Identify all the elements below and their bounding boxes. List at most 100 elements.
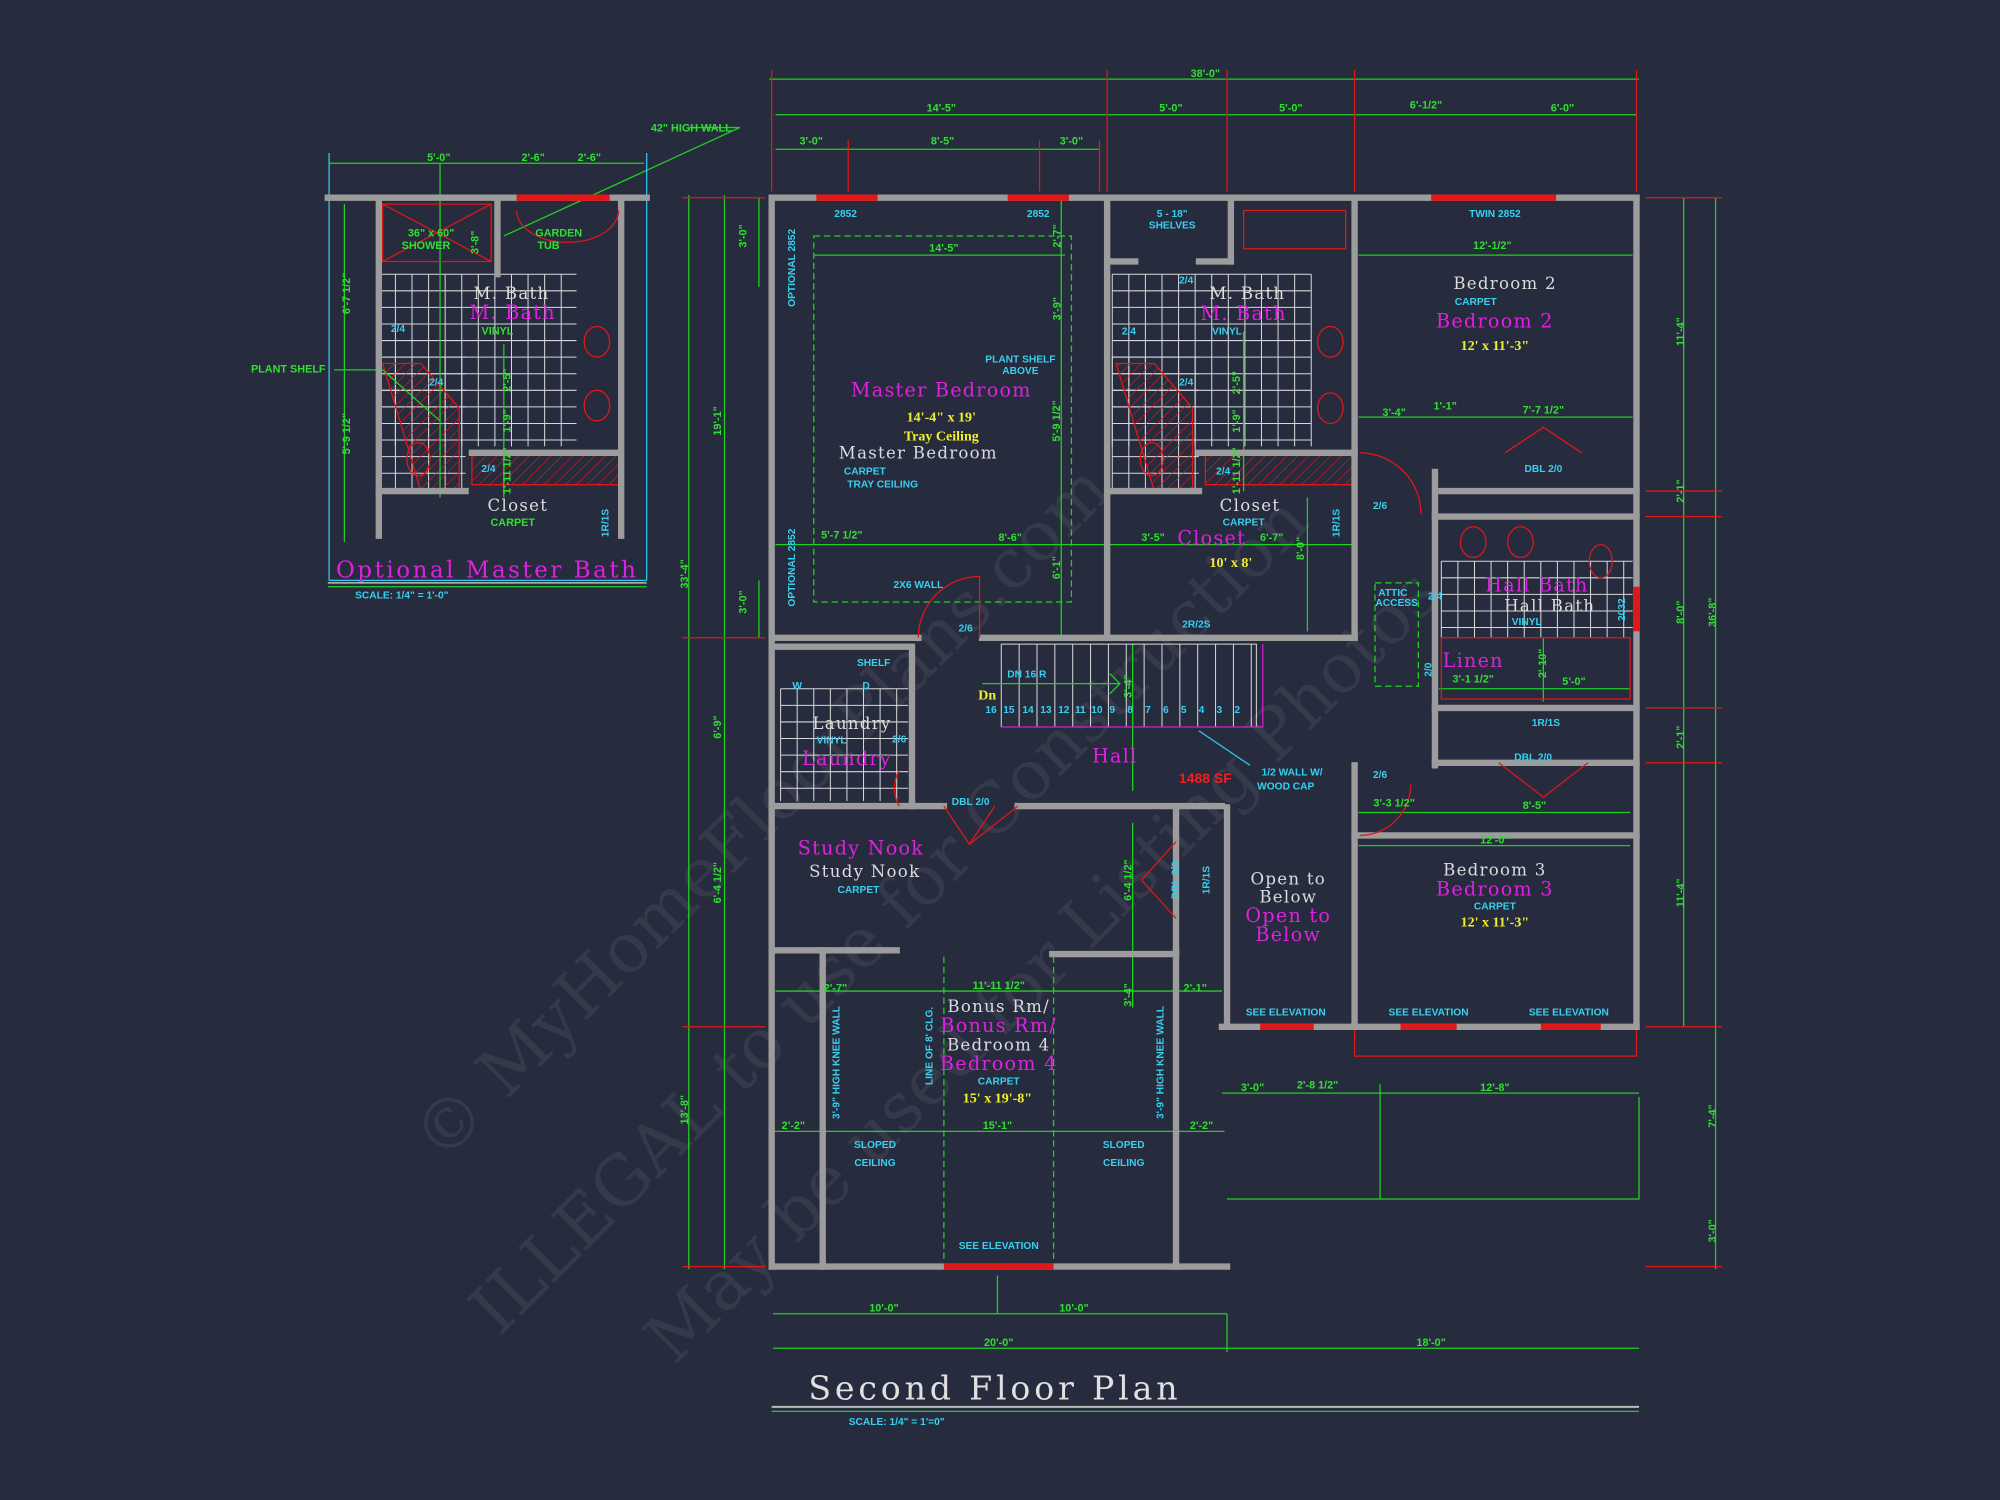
room-name: Bedroom 3 [1443,861,1547,880]
note-label: OPTIONAL 2852 [787,229,798,307]
dimension-label: 5'-9 1/2" [1051,400,1063,441]
note-label: 13 [1040,705,1052,716]
door-swing [1359,452,1422,515]
note-label: 3'-9" HIGH KNEE WALL [1155,1006,1166,1119]
dimension-label: 20'-0" [984,1337,1013,1349]
dimension-label: 15'-1" [983,1120,1012,1132]
sink-icon [583,325,611,358]
note-label: 2852 [834,209,857,220]
room-name: Closet [488,496,549,515]
dimension-label: 2'-5" [1231,371,1243,394]
note-label: 4 [1199,705,1205,716]
wall [768,643,916,810]
room-size: 14'-4" x 19' [907,410,976,426]
dimension-label: 11'-4" [1675,317,1687,346]
dimension-label: 2'-1" [1675,726,1687,749]
note-label: 2/4 [1179,275,1193,286]
dimension-label: 6'-1" [1051,556,1063,579]
dimension-label: 14'-5" [929,243,958,255]
room-label: M. Bath [1201,302,1287,325]
note-label: W [792,681,802,692]
note-label: 2/4 [481,464,495,475]
dimension-label: 2'-10" [1537,649,1549,678]
room-name: Bonus Rm/ [947,997,1050,1016]
dimension-label: 1'-1" [1433,401,1456,413]
room-size: 12' x 11'-3" [1461,338,1530,354]
note-label: DN 16 R [1007,669,1047,680]
dimension-label: 3'-0" [1241,1082,1264,1094]
stair-arrow [982,673,1121,695]
door-swing [1498,762,1589,798]
note-label: WOOD CAP [1257,782,1314,793]
note-label: DBL 2/0 [1171,861,1182,899]
dimension-label: 1'-9" [502,409,514,432]
note-label: SEE ELEVATION [1246,1007,1326,1018]
note-label: 1R/1S [601,509,612,538]
note-label: 5 - 18" [1157,209,1188,220]
note-label: 16 [985,705,997,716]
toilet-icon [1588,544,1613,579]
door-swing [1440,637,1631,700]
dimension-label: 5'-9 1/2" [341,413,353,454]
area-label: 1488 SF [1179,770,1232,786]
dimension-label: 3'-0" [737,224,749,247]
dimension-label: 2'-7" [1051,224,1063,247]
note-label: PLANT SHELF [985,354,1055,365]
dimension-label: 10'-0" [1059,1303,1088,1315]
dimension-label: 6'-9" [712,715,724,738]
room-size: Dn [978,688,996,704]
dimension-label: 8'-5" [931,135,954,147]
note-label: CEILING [854,1158,895,1169]
room-size: Tray Ceiling [904,429,979,445]
note-label: 2/6 [1373,770,1387,781]
dimension-label: 3'-0" [1060,135,1083,147]
room-label: Open to [1245,904,1331,927]
dimension-label: 6'-0" [1551,102,1574,114]
dimension-label: 12'-1/2" [1473,240,1511,252]
dimension-label: 5'-0" [1159,102,1182,114]
note-label: 5 [1181,705,1187,716]
toilet-icon [406,441,431,477]
note-label: 2/4 [1428,592,1442,603]
tray-ceiling-outline [813,235,1073,603]
note-label: 6 [1163,705,1169,716]
note-label: 11 [1075,705,1086,716]
note-label: 7 [1145,705,1151,716]
sink-icon [1507,526,1534,559]
door-swing [515,210,620,243]
dimension-label: 7'-7 1/2" [1523,405,1564,417]
dimension-label: 13'-8" [679,1095,691,1124]
note-label: 2/4 [1216,467,1230,478]
dimension-label: 3'-0" [737,590,749,613]
dimension-label: 8'-5" [1523,800,1546,812]
room-name: Study Nook [809,862,920,881]
floor-tile-grid [780,688,909,802]
note-label: 10 [1091,705,1103,716]
sink-icon [1459,526,1487,559]
room-size: 15' x 19'-8" [963,1091,1032,1107]
room-label: Bonus Rm/ [940,1014,1057,1037]
room-name: M. Bath [474,284,550,303]
stair-rail [1001,644,1264,728]
note-label: 2/6 [958,624,972,635]
sink-icon [583,389,611,422]
dimension-label: 3'-4" [1123,675,1135,698]
deck-outline [1353,1026,1638,1057]
note-label: ACCESS [1375,598,1418,609]
dimension-label: 2'-7" [824,982,847,994]
room-name: Laundry [813,714,892,733]
plan-geometry [324,70,1722,1353]
note-label: 14 [1022,705,1034,716]
room-size: 12' x 11'-3" [1461,915,1530,931]
note-label: CARPET [978,1076,1021,1087]
drawing-title: Second Floor Plan [808,1368,1181,1407]
dimension-label: 42" HIGH WALL [651,123,732,135]
note-label: VINYL [1512,617,1542,628]
door-swing [1359,784,1412,837]
dimension-label: 10'-0" [869,1303,898,1315]
note-label: 1R/1S [1532,718,1561,729]
dimension-label: 7'-4" [1707,1104,1719,1127]
note-label: 2/4 [391,324,405,335]
